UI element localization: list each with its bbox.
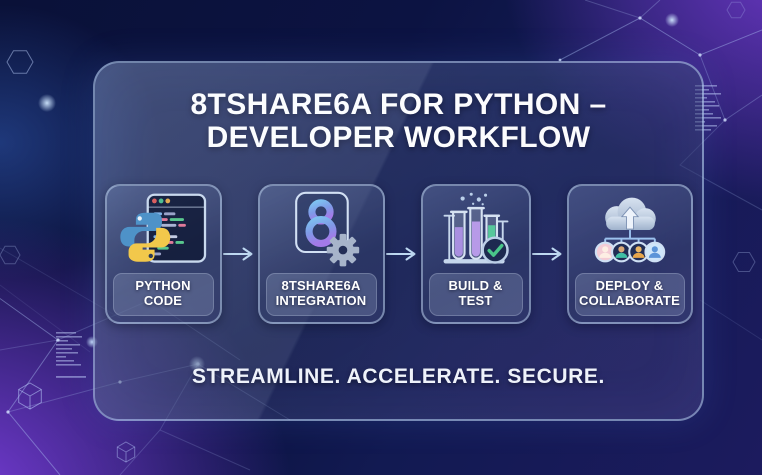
workflow-card-python-code: PYTHON CODE — [104, 184, 222, 324]
workflow-card-label: PYTHON CODE — [112, 273, 214, 316]
right-arrow-icon — [222, 247, 252, 261]
workflow-connector — [222, 245, 258, 263]
workflow-card-label: BUILD & TEST — [428, 273, 523, 316]
right-arrow-icon — [531, 247, 561, 261]
page-title-line2: DEVELOPER WORKFLOW — [206, 120, 591, 154]
connector-lines — [603, 230, 656, 244]
tagline: STREAMLINE. ACCELERATE. SECURE. — [192, 365, 605, 388]
gear-icon — [326, 234, 360, 267]
python-logo — [120, 212, 171, 262]
workflow-connector — [531, 245, 567, 263]
page-title-line1: 8TSHARE6A FOR PYTHON – — [190, 88, 607, 121]
workflow-card-label: DEPLOY & COLLABORATE — [574, 273, 685, 316]
checkmark-icon — [480, 236, 509, 264]
glass-panel: 8TSHARE6A FOR PYTHON – DEVELOPER WORKFLO… — [93, 61, 704, 421]
workflow-card-label: 8TSHARE6A INTEGRATION — [265, 273, 377, 316]
upload-arrow — [620, 206, 639, 230]
workflow-connector — [385, 245, 421, 263]
test-tubes-checkmark-icon — [443, 192, 509, 264]
right-arrow-icon — [385, 247, 415, 261]
bubbles — [460, 192, 487, 206]
cloud-upload-team-icon — [594, 197, 665, 263]
python-logo-code-editor-icon — [120, 193, 207, 263]
workflow-card-deploy-collaborate: DEPLOY & COLLABORATE — [566, 184, 693, 324]
workflow-card-8tshare6a-integration: 8TSHARE6A INTEGRATION — [257, 184, 385, 324]
cloud — [604, 197, 656, 231]
team-avatars — [594, 241, 665, 263]
figure-eight-gear-icon — [295, 191, 360, 267]
page-title: 8TSHARE6A FOR PYTHON – DEVELOPER WORKFLO… — [95, 88, 702, 154]
workflow-steps-row: PYTHON CODE — [95, 184, 702, 324]
workflow-card-build-test: BUILD & TEST — [420, 184, 531, 324]
